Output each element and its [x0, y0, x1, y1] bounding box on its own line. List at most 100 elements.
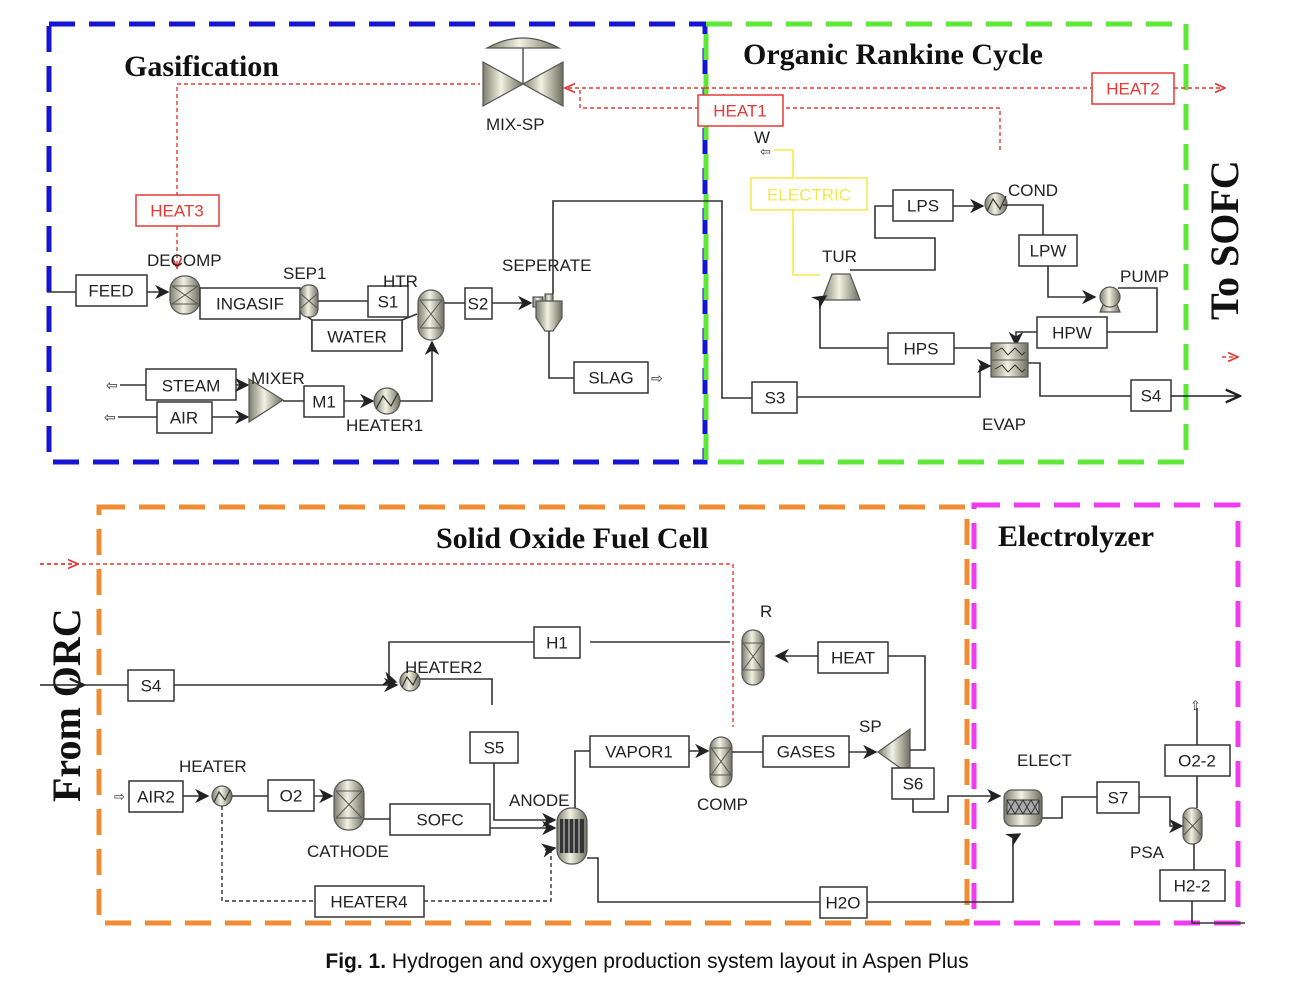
evap-label: EVAP	[982, 415, 1026, 434]
heater1-icon[interactable]	[373, 387, 401, 415]
condenser-icon[interactable]	[984, 192, 1008, 216]
hps-stream-box[interactable]	[887, 332, 955, 365]
electric-stream-box[interactable]	[750, 177, 868, 211]
anode-reactor-icon[interactable]	[556, 807, 588, 865]
sofc-stream-box[interactable]	[389, 803, 491, 836]
cathode-reactor-icon[interactable]	[333, 779, 365, 831]
h2o-stream-box[interactable]	[819, 886, 868, 919]
turbine-icon[interactable]	[821, 273, 861, 301]
heat-stream-box[interactable]	[817, 641, 889, 674]
hps-to-tur-line	[811, 295, 888, 349]
hps-stream-label: HPS	[904, 340, 939, 359]
pump-icon[interactable]	[1099, 286, 1121, 313]
h1-stream-box[interactable]	[533, 626, 581, 659]
tur-label: TUR	[822, 247, 857, 266]
orc-section-border	[703, 21, 1189, 465]
s5-stream-box[interactable]	[469, 731, 519, 764]
s4-orc-stream-box[interactable]	[1130, 379, 1172, 412]
heater4-line-right	[424, 850, 552, 902]
air-stream-box[interactable]	[156, 401, 213, 434]
evaporator-icon[interactable]	[990, 342, 1029, 378]
gases-stream-box[interactable]	[762, 735, 850, 768]
sofc-title: Solid Oxide Fuel Cell	[436, 522, 709, 555]
h2-2-stream-box[interactable]	[1159, 869, 1226, 902]
sp-to-heat-line	[888, 655, 926, 751]
water-stream-label: WATER	[327, 328, 387, 347]
air2-stream-box[interactable]	[128, 780, 184, 813]
r-label: R	[760, 602, 772, 621]
lps-stream-label: LPS	[907, 197, 939, 216]
ingasif-stream-box[interactable]	[199, 287, 301, 320]
heat1-stream-box[interactable]	[697, 94, 784, 127]
orc-title: Organic Rankine Cycle	[743, 38, 1043, 71]
ingasif-stream-label: INGASIF	[216, 295, 284, 314]
mixer-icon[interactable]	[248, 377, 285, 424]
heat3-stream-box[interactable]	[135, 194, 220, 227]
o2-2-stream-label: O2-2	[1178, 752, 1216, 771]
mix-sp-valve-icon[interactable]	[482, 37, 564, 108]
heat-from-orc-line	[40, 563, 734, 727]
feed-stream-box[interactable]	[75, 274, 148, 307]
heater2-icon[interactable]	[399, 670, 421, 692]
comp-reactor-icon[interactable]	[709, 736, 733, 788]
o2-stream-box[interactable]	[267, 779, 315, 812]
cathode-label: CATHODE	[307, 842, 389, 861]
htr-reactor-icon[interactable]	[417, 289, 445, 341]
figure-caption-text: Hydrogen and oxygen production system la…	[386, 950, 969, 973]
s7-to-psa-line	[1139, 796, 1184, 834]
s6-stream-box[interactable]	[891, 767, 935, 800]
decomp-reactor-icon[interactable]	[169, 275, 201, 315]
sp-splitter-icon[interactable]	[876, 727, 911, 777]
heater-icon[interactable]	[211, 785, 233, 807]
to-sofc-label: To SOFC	[1202, 160, 1247, 320]
slag-stream-label: SLAG	[588, 369, 633, 388]
lpw-stream-label: LPW	[1030, 242, 1067, 261]
cond-label: COND	[1008, 181, 1058, 200]
sep1-label: SEP1	[283, 264, 326, 283]
h2-2-outlet-line	[1191, 901, 1245, 924]
steam-stream-label: STEAM	[162, 377, 221, 396]
sofc-stream-label: SOFC	[416, 811, 463, 830]
heat1-stream-line	[579, 90, 1001, 150]
heater2-to-s5-line	[420, 678, 493, 705]
s7-stream-label: S7	[1108, 789, 1129, 808]
psa-separator-icon[interactable]	[1182, 807, 1203, 845]
s2-stream-label: S2	[468, 295, 489, 314]
vapor1-stream-label: VAPOR1	[605, 743, 673, 762]
vapor1-stream-box[interactable]	[589, 735, 690, 768]
heat2-stream-box[interactable]	[1091, 72, 1175, 105]
air-inlet-arrow-icon: ⇦	[104, 409, 116, 425]
s7-stream-box[interactable]	[1096, 781, 1140, 814]
slag-stream-box[interactable]	[573, 361, 649, 394]
s3-stream-label: S3	[765, 389, 786, 408]
water-stream-box[interactable]	[311, 319, 403, 352]
psa-label: PSA	[1130, 843, 1165, 862]
sep1-separator-icon[interactable]	[299, 284, 319, 318]
pump-label: PUMP	[1120, 267, 1169, 286]
lpw-stream-box[interactable]	[1018, 234, 1078, 267]
s4-orc-stream-label: S4	[1141, 387, 1162, 406]
electrolyzer-title: Electrolyzer	[998, 520, 1154, 553]
h1-to-heater2-line	[381, 641, 545, 686]
m1-stream-box[interactable]	[303, 385, 345, 418]
elect-electrolyzer-icon[interactable]	[1003, 789, 1043, 827]
r-reactor-icon[interactable]	[741, 629, 765, 686]
from-orc-label: From ORC	[44, 608, 89, 802]
feed-stream-label: FEED	[88, 282, 133, 301]
heat3-stream-label: HEAT3	[150, 202, 204, 221]
comp-label: COMP	[697, 795, 748, 814]
o2-2-stream-box[interactable]	[1164, 744, 1231, 777]
anode-label: ANODE	[509, 791, 569, 810]
s4-sofc-stream-label: S4	[141, 677, 162, 696]
hpw-stream-box[interactable]	[1036, 316, 1108, 349]
w-outlet-arrow-icon: ⇦	[760, 144, 771, 159]
seperate-cyclone-icon[interactable]	[532, 293, 563, 332]
heater1-label: HEATER1	[346, 416, 423, 435]
s1-stream-box[interactable]	[367, 285, 409, 318]
air2-stream-label: AIR2	[137, 788, 175, 807]
electric-work-line-bottom	[792, 210, 820, 276]
heater4-stream-label: HEATER4	[330, 893, 407, 912]
lps-stream-box[interactable]	[892, 189, 954, 222]
s4-sofc-stream-box[interactable]	[127, 669, 175, 702]
